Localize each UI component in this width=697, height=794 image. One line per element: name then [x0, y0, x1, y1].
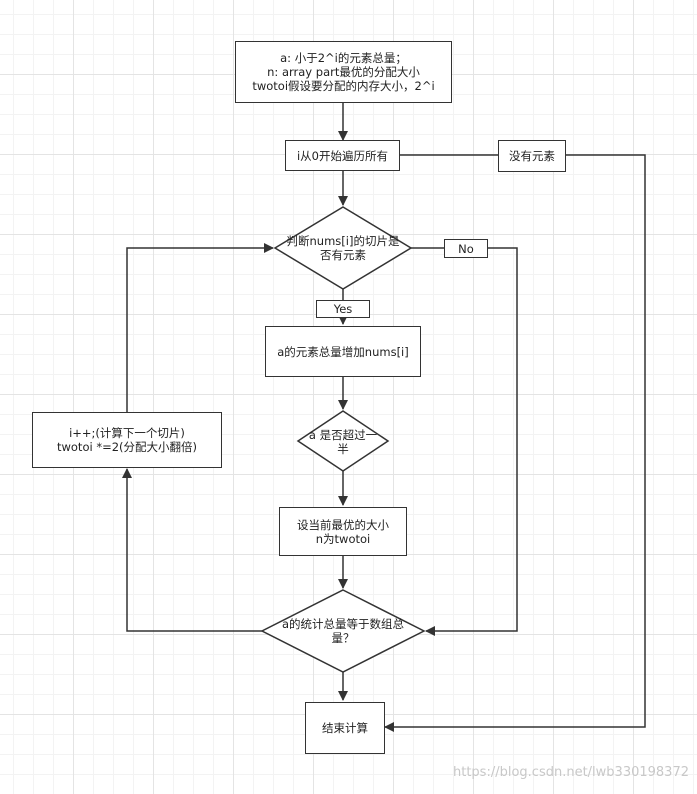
- edge-next-check: [126, 243, 274, 412]
- edge-loop-end-no-elements: [384, 154, 646, 732]
- next-node: i++;(计算下一个切片) twotoi *=2(分配大小翻倍): [32, 412, 222, 468]
- end-node: 结束计算: [305, 702, 385, 754]
- no-elements-label: 没有元素: [498, 140, 566, 172]
- edge-total-next: [122, 468, 262, 632]
- add-node: a的元素总量增加nums[i]: [265, 326, 421, 377]
- total-text: a的统计总量等于数组总 量？: [281, 617, 405, 645]
- yes-label: Yes: [316, 300, 370, 318]
- edge-check-total-no: [411, 247, 518, 636]
- loop-node: i从0开始遍历所有: [285, 140, 400, 171]
- watermark: https://blog.csdn.net/lwb330198372: [453, 765, 689, 780]
- set-n-node: 设当前最优的大小 n为twotoi: [279, 507, 407, 556]
- check-slice-text: 判断nums[i]的切片是 否有元素: [286, 234, 400, 262]
- init-node: a: 小于2^i的元素总量； n: array part最优的分配大小 twot…: [235, 41, 452, 103]
- no-label: No: [444, 239, 488, 258]
- half-text: a 是否超过一 半: [308, 428, 378, 456]
